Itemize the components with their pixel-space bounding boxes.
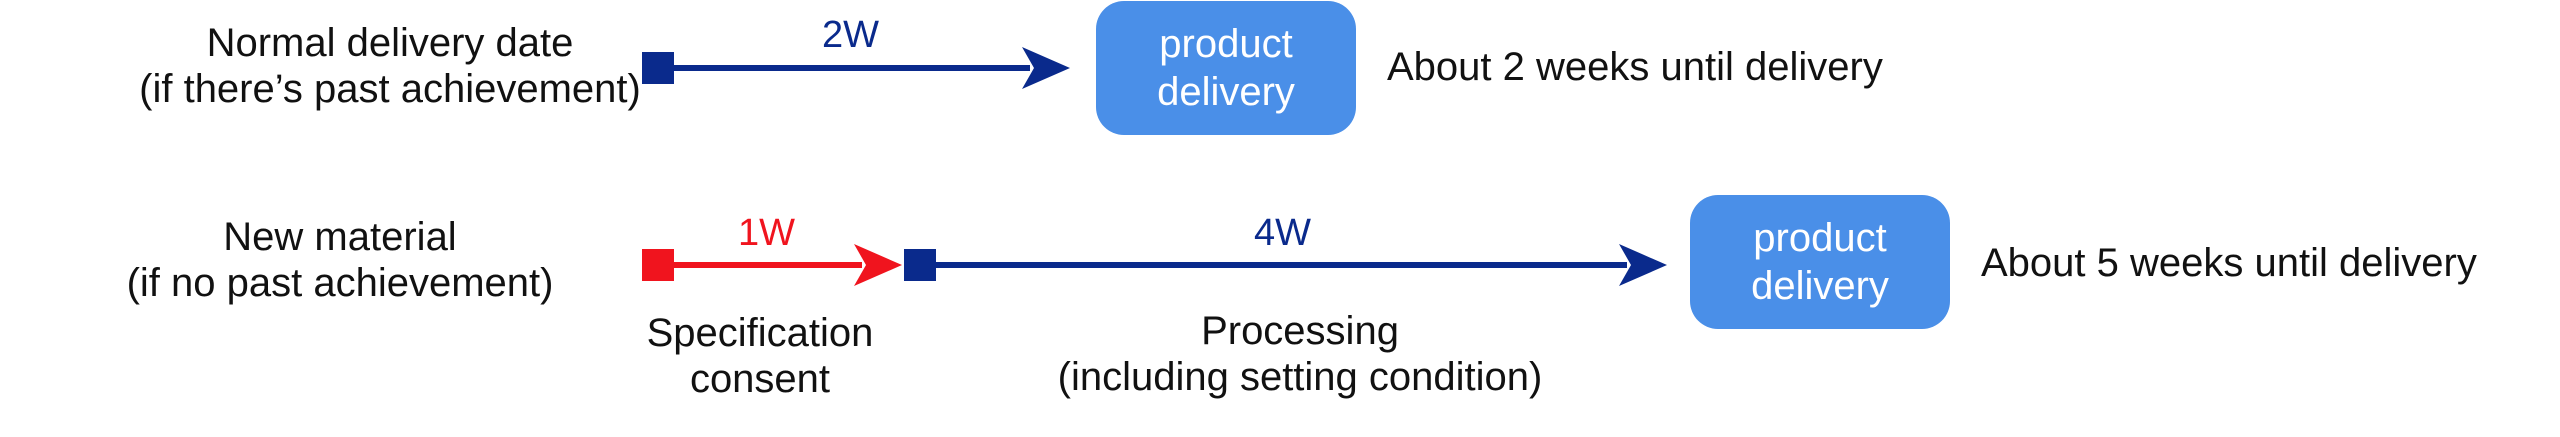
row2-processing-caption-line1: Processing — [1201, 309, 1399, 353]
row1-box-line2: delivery — [1157, 70, 1295, 114]
row1-label-line2: (if there’s past achievement) — [139, 67, 641, 111]
row2-spec-caption: Specification consent — [580, 310, 940, 402]
row2-processing-caption-line2: (including setting condition) — [1057, 355, 1543, 399]
row1-box-line1: product — [1159, 22, 1293, 66]
row1-arrow-head — [1022, 47, 1070, 89]
row2-label-line2: (if no past achievement) — [126, 261, 554, 305]
row2-spec-duration: 1W — [738, 212, 795, 254]
row2-processing-arrow-head — [1619, 244, 1667, 286]
row2-spec-caption-line2: consent — [689, 357, 831, 401]
row2-spec-arrow-head — [854, 244, 902, 286]
row2-spec-marker — [642, 249, 674, 281]
row2-summary: About 5 weeks until delivery — [1981, 241, 2477, 285]
row2-box-line1: product — [1753, 216, 1887, 260]
row1-start-marker — [642, 52, 674, 84]
row2-label: New material (if no past achievement) — [40, 214, 640, 306]
row2-processing-duration: 4W — [1254, 212, 1311, 254]
row1-label: Normal delivery date (if there’s past ac… — [40, 20, 740, 112]
row1-delivery-box: product delivery — [1096, 1, 1356, 135]
row2-delivery-box: product delivery — [1690, 195, 1950, 329]
row2-label-line1: New material — [223, 215, 457, 259]
row1-duration: 2W — [822, 14, 879, 56]
row2-box-line2: delivery — [1751, 264, 1889, 308]
row2-processing-marker — [904, 249, 936, 281]
row1-label-line1: Normal delivery date — [206, 21, 574, 65]
row1-summary: About 2 weeks until delivery — [1387, 45, 1883, 89]
row2-processing-caption: Processing (including setting condition) — [980, 308, 1620, 400]
row2-spec-caption-line1: Specification — [646, 311, 874, 355]
